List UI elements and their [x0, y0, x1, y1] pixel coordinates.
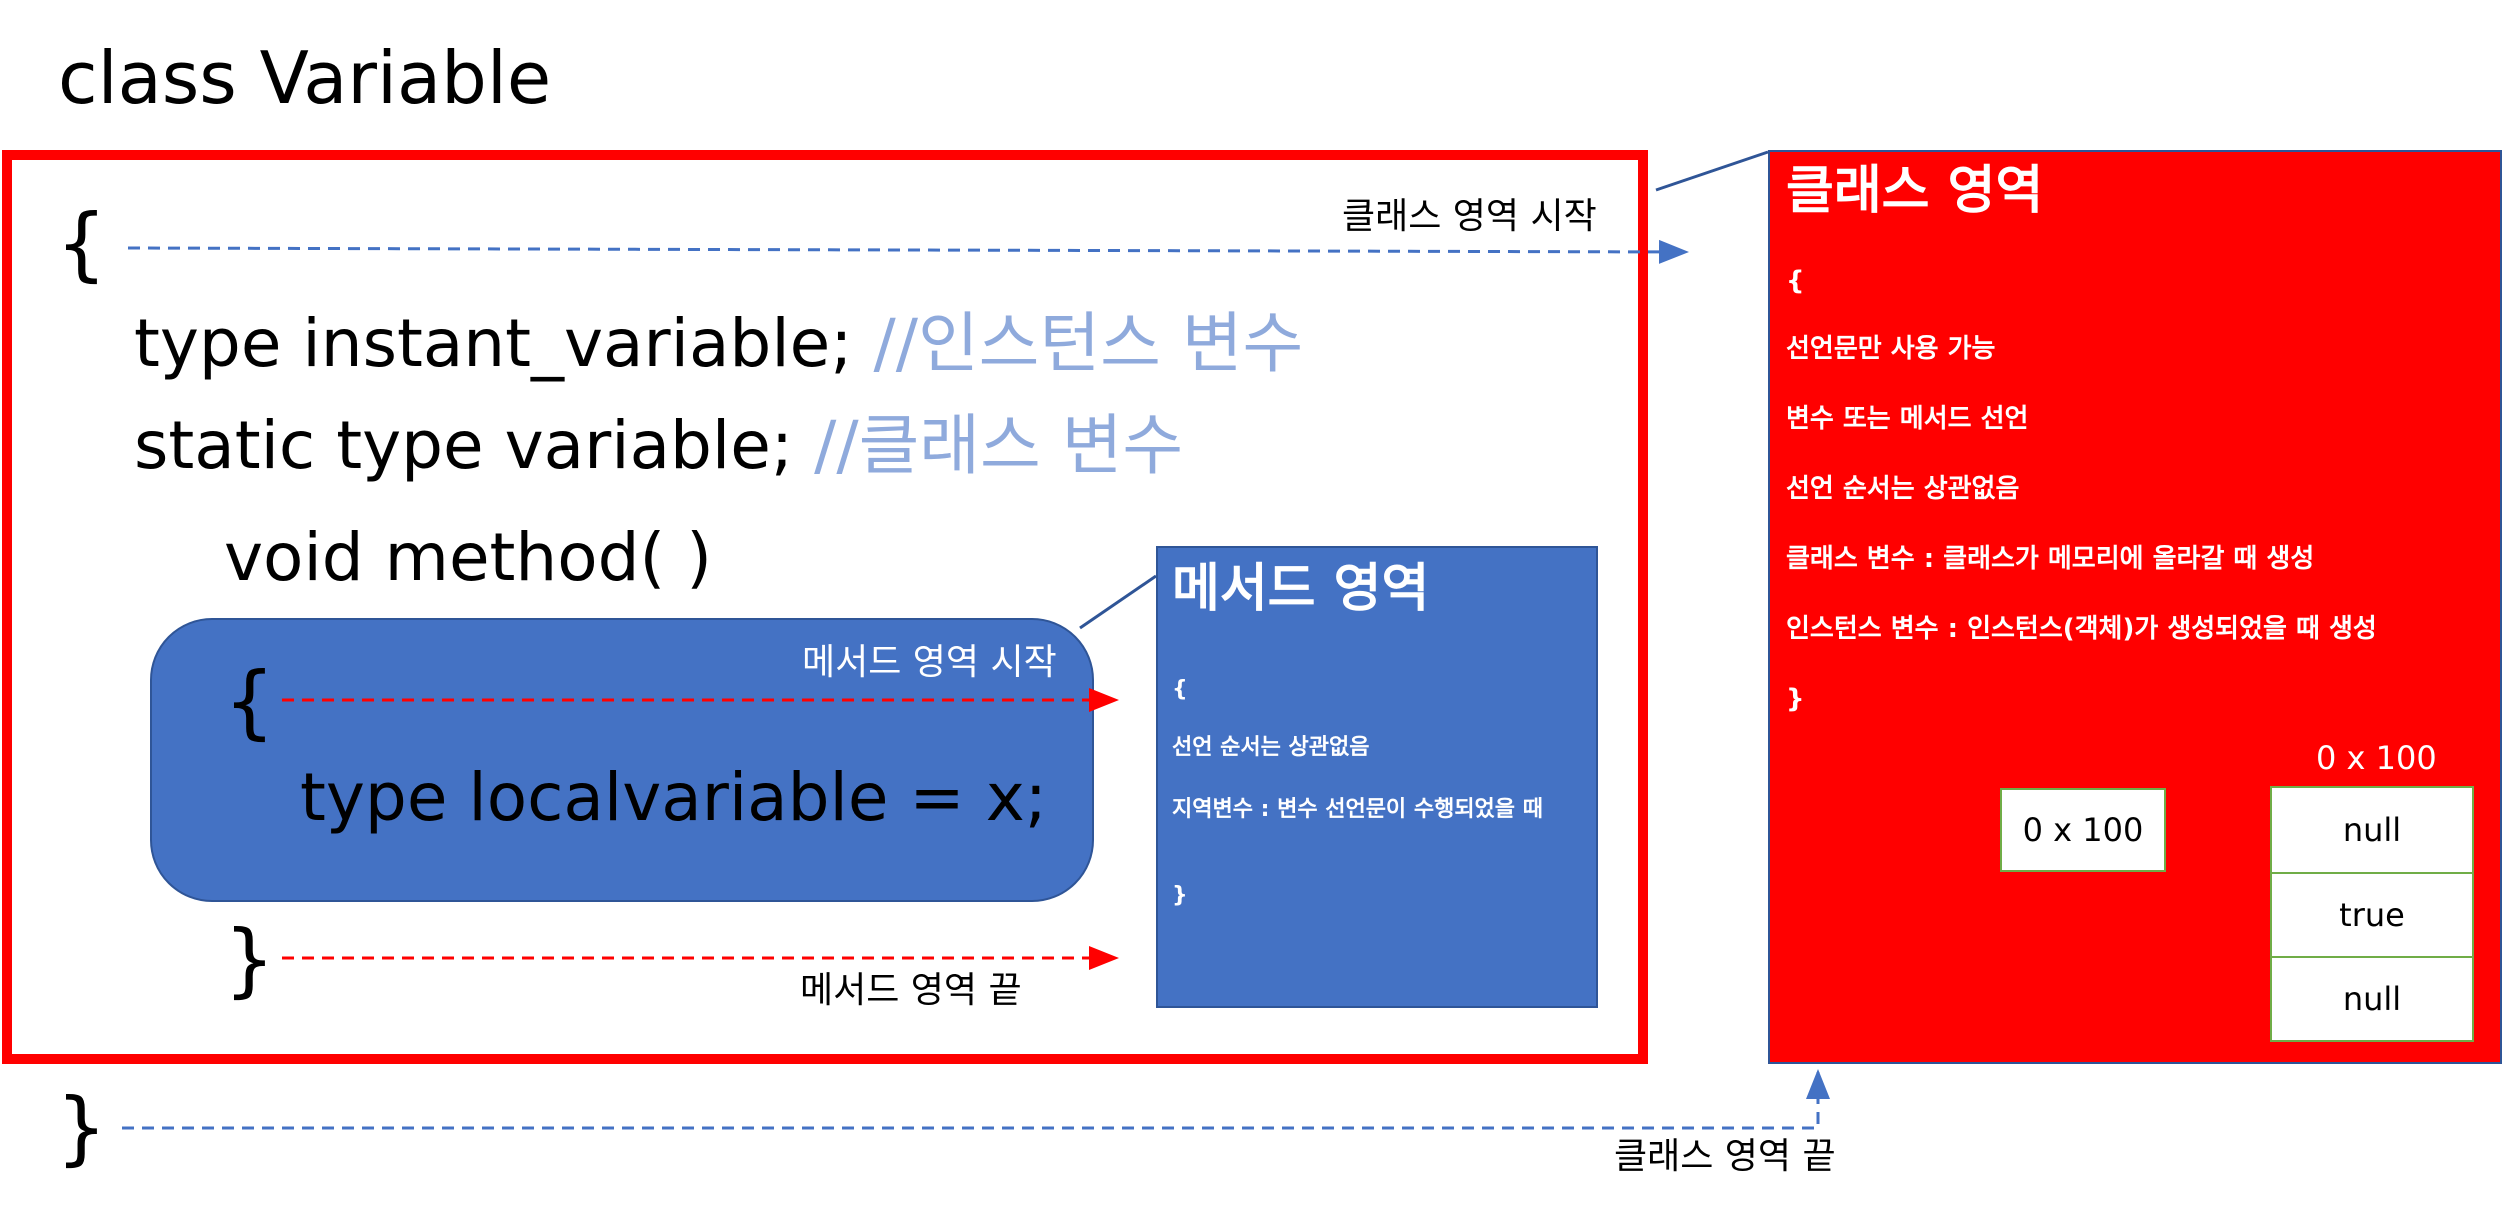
instance-comment: //인스턴스 변수	[873, 305, 1304, 382]
method-callout-connector	[1079, 574, 1157, 630]
object-address-label: 0 x 100	[2316, 739, 2437, 777]
static-variable-line: static type variable; //클래스 변수	[134, 404, 1183, 488]
method-end-label: 메서드 영역 끝	[800, 970, 1022, 1011]
method-close-brace: }	[224, 913, 275, 1006]
object-cell: null	[2270, 786, 2474, 874]
object-cell: null	[2270, 956, 2474, 1042]
static-declaration: static type variable;	[134, 407, 794, 484]
class-close-brace: }	[56, 1081, 107, 1174]
class-note-line: 선언 순서는 상관없음	[1786, 474, 2020, 504]
method-note-line: }	[1172, 883, 1188, 908]
instance-variable-line: type instant_variable; //인스턴스 변수	[134, 302, 1303, 386]
method-start-label: 메서드 영역 시작	[802, 642, 1057, 683]
class-note-line: 선언문만 사용 가능	[1786, 334, 1996, 364]
method-body-block	[150, 618, 1094, 902]
class-note-title: 클래스 영역	[1786, 161, 2044, 221]
class-start-arrow	[127, 239, 1689, 264]
static-comment: //클래스 변수	[814, 407, 1184, 484]
object-cell: true	[2270, 872, 2474, 958]
class-open-brace: {	[56, 197, 107, 290]
method-open-brace: {	[224, 655, 275, 748]
class-end-label: 클래스 영역 끝	[1614, 1136, 1836, 1177]
class-callout-connector	[1655, 150, 1769, 192]
class-end-arrow	[122, 1069, 1830, 1130]
method-note-title: 메서드 영역	[1172, 559, 1430, 619]
class-note-line: {	[1786, 266, 1805, 296]
reference-cell: 0 x 100	[2000, 788, 2166, 872]
local-variable-line: type localvariable = x;	[300, 759, 1048, 836]
class-area-note: 클래스 영역 { 선언문만 사용 가능 변수 또는 메서드 선언 선언 순서는 …	[1768, 150, 2502, 1064]
instance-declaration: type instant_variable;	[134, 305, 853, 382]
method-note-line: {	[1172, 677, 1188, 702]
class-note-line: 클래스 변수 : 클래스가 메모리에 올라갈 때 생성	[1786, 544, 2315, 574]
page-title: class Variable	[58, 36, 552, 120]
class-note-line: 변수 또는 메서드 선언	[1786, 404, 2029, 434]
method-area-note: 메서드 영역 { 선언 순서는 상관없음 지역변수 : 변수 선언문이 수행되었…	[1156, 546, 1598, 1008]
class-note-line: }	[1786, 684, 1805, 714]
class-note-line: 인스턴스 변수 : 인스턴스(객체)가 생성되었을 때 생성	[1786, 614, 2377, 644]
class-start-label: 클래스 영역 시작	[1342, 196, 1597, 237]
method-signature: void method( )	[224, 519, 713, 596]
method-note-line: 지역변수 : 변수 선언문이 수행되었을 때	[1172, 797, 1543, 822]
class-body-frame	[2, 150, 1648, 1064]
method-note-line: 선언 순서는 상관없음	[1172, 735, 1370, 760]
